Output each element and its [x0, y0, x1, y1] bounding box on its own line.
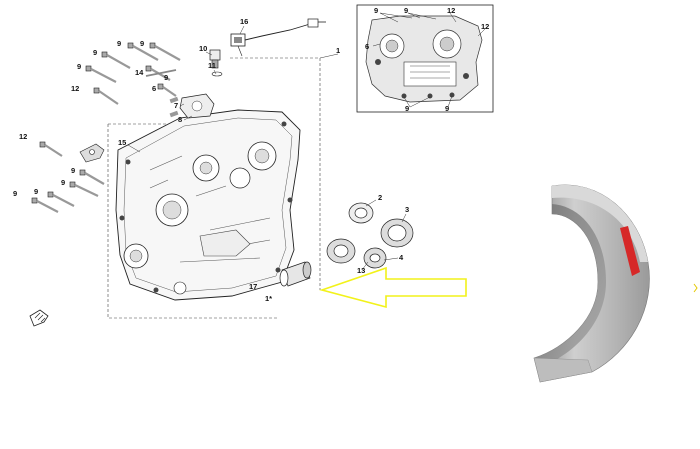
callout-17: 17	[249, 282, 257, 291]
orientation-icon	[29, 309, 49, 327]
callout-8: 8	[178, 115, 182, 124]
inset-callout-9a: 9	[374, 6, 378, 15]
callout-4: 4	[399, 253, 404, 262]
inset-callout-9d: 9	[445, 104, 449, 113]
small-cover	[169, 93, 215, 119]
callout-16: 16	[240, 17, 248, 26]
highlight-arrow	[319, 266, 467, 309]
callout-9d: 9	[77, 62, 81, 71]
callout-labels: 16 10 11 1 9 9 9 9 14 9 12 6 7 8 12 15 9…	[13, 17, 409, 303]
edge-mark	[693, 283, 698, 293]
switch-assembly	[209, 49, 223, 77]
callout-9f: 9	[71, 166, 75, 175]
inset-callout-9c: 9	[405, 104, 409, 113]
callout-9b: 9	[140, 39, 144, 48]
sensor-harness	[230, 18, 326, 57]
inset-callout-12a: 12	[447, 6, 455, 15]
callout-9g: 9	[61, 178, 65, 187]
bearings-and-seals	[279, 202, 414, 287]
bearing-shell-photo	[533, 184, 650, 383]
callout-10: 10	[199, 44, 207, 53]
callout-9a: 9	[117, 39, 121, 48]
callout-9c: 9	[93, 48, 97, 57]
inset-view: 9 9 12 12 6 9 9	[356, 4, 494, 113]
callout-14: 14	[135, 68, 144, 77]
callout-3: 3	[405, 205, 409, 214]
inset-callout-12b: 12	[481, 22, 489, 31]
callout-9i: 9	[34, 187, 38, 196]
callout-15: 15	[118, 138, 126, 147]
callout-1-star: 1*	[265, 294, 272, 303]
bolt-set	[31, 42, 181, 213]
callout-9e: 9	[164, 73, 168, 82]
callout-13: 13	[357, 266, 365, 275]
crankcase-half	[115, 109, 301, 301]
inset-callout-9b: 9	[404, 6, 408, 15]
callout-7: 7	[174, 101, 178, 110]
callout-11: 11	[208, 61, 216, 70]
callout-2: 2	[378, 193, 382, 202]
inset-callout-6: 6	[365, 42, 369, 51]
callout-12a: 12	[71, 84, 79, 93]
callout-9h: 9	[13, 189, 17, 198]
callout-12b: 12	[19, 132, 27, 141]
callout-6: 6	[152, 84, 156, 93]
leader-lines	[127, 25, 407, 271]
callout-1: 1	[336, 46, 340, 55]
